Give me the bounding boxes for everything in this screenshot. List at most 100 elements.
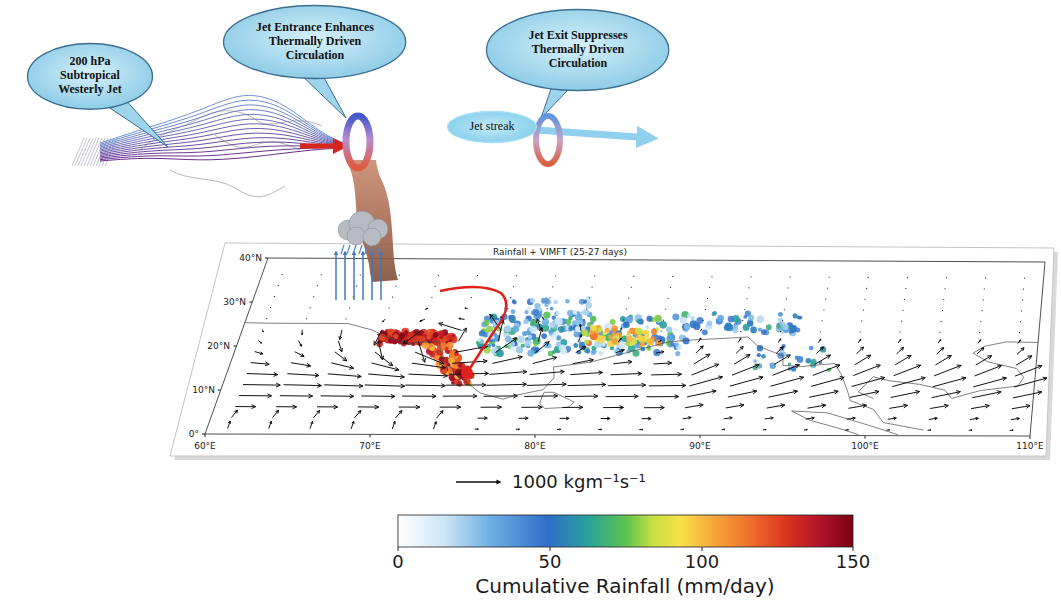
tick <box>234 346 237 347</box>
rainfall-cell <box>482 320 489 327</box>
flux-vector <box>646 395 678 399</box>
flux-vector <box>533 356 557 363</box>
rainfall-cell <box>447 335 451 339</box>
rainfall-cell <box>777 324 781 328</box>
rainfall-cell <box>538 307 542 311</box>
reference-vector-label: 1000 kgm⁻¹s⁻¹ <box>512 472 646 493</box>
flux-vector <box>258 341 261 344</box>
flux-vector <box>372 363 399 371</box>
cloud-puff <box>363 228 381 246</box>
rainfall-cell <box>761 354 766 359</box>
flux-vector <box>620 328 622 331</box>
flux-vector <box>724 417 732 420</box>
rainfall-cell <box>675 351 680 356</box>
inflow-arrow <box>300 144 344 149</box>
flux-vector <box>829 277 830 278</box>
flux-vector <box>552 286 553 287</box>
flux-vector <box>570 371 602 375</box>
rain-cloud <box>338 211 388 254</box>
flux-vector <box>902 310 903 311</box>
flux-vector <box>825 299 826 300</box>
flux-vector <box>298 341 301 347</box>
flux-vector <box>788 287 789 288</box>
rainfall-cell <box>638 336 645 343</box>
flux-vector <box>626 309 627 310</box>
rainfall-cell <box>680 317 687 324</box>
rain-streak <box>347 245 350 254</box>
flux-vector <box>405 384 445 388</box>
flux-vector <box>346 318 347 319</box>
flux-vector <box>818 339 821 343</box>
flux-vector <box>557 429 561 430</box>
flux-vector <box>317 285 318 286</box>
rain-streak <box>359 245 362 254</box>
flux-vector <box>943 299 944 300</box>
flux-vector <box>255 352 263 355</box>
rainfall-cell <box>761 329 767 335</box>
rainfall-cell <box>629 342 633 346</box>
flux-vector <box>478 417 488 420</box>
flux-vector <box>524 394 557 398</box>
flux-vector <box>685 403 703 407</box>
rainfall-cell <box>643 330 649 336</box>
flux-vector <box>431 297 432 298</box>
latitude-label: 10°N <box>192 385 215 395</box>
flux-vector <box>1013 391 1042 398</box>
flux-vector <box>389 308 390 309</box>
rainfall-cell <box>611 338 617 344</box>
flux-vector <box>889 404 907 408</box>
rainfall-cell <box>549 322 555 328</box>
flux-vector <box>901 321 902 322</box>
rainfall-cell <box>611 325 618 332</box>
rainfall-cell <box>544 298 549 303</box>
exit-vortex-ring <box>536 116 560 164</box>
flux-vector <box>613 360 632 364</box>
flux-vector <box>941 321 942 322</box>
rainfall-cell <box>543 311 550 318</box>
flux-vector <box>278 285 279 286</box>
flux-vector <box>365 384 405 388</box>
tick <box>249 302 252 303</box>
callout-tail <box>541 86 568 118</box>
flux-vector <box>709 287 710 288</box>
rainfall-cell <box>809 346 814 351</box>
entrance-vortex-ring <box>346 116 370 168</box>
rain-streak <box>365 245 368 254</box>
updraft-arrow <box>371 252 373 300</box>
flux-vector <box>683 417 692 420</box>
rainfall-cell <box>492 343 496 347</box>
flux-vector <box>979 332 980 333</box>
coastline <box>792 411 859 435</box>
coastline <box>540 392 575 408</box>
flux-vector <box>689 376 722 386</box>
flux-vector <box>568 383 606 387</box>
flux-vector <box>656 351 664 353</box>
rainfall-cell <box>645 325 649 329</box>
rainfall-cell <box>618 342 625 349</box>
rainfall-cell <box>610 319 616 325</box>
flux-vector <box>928 430 931 431</box>
flux-vector <box>1017 348 1024 355</box>
flux-vector <box>356 285 357 286</box>
flux-vector <box>418 341 425 362</box>
flux-vector <box>616 349 625 352</box>
coastline <box>245 323 924 430</box>
flux-vector <box>653 361 671 365</box>
rainfall-cell <box>797 356 804 363</box>
flux-vector <box>981 310 982 311</box>
flux-vector <box>898 339 901 343</box>
rainfall-cell <box>748 315 754 321</box>
flux-vector <box>358 405 379 409</box>
flux-vector <box>310 421 313 428</box>
flux-vector <box>907 277 908 278</box>
flux-vector <box>748 287 749 288</box>
rainfall-cell <box>591 325 597 331</box>
flux-vector <box>790 277 791 278</box>
updraft-arrow <box>344 252 346 300</box>
rainfall-cell <box>626 336 633 343</box>
flux-vector <box>1021 310 1022 311</box>
flux-vector <box>711 276 712 277</box>
tick <box>865 436 866 439</box>
node-ellipse <box>448 112 537 143</box>
flux-vector <box>361 394 395 398</box>
